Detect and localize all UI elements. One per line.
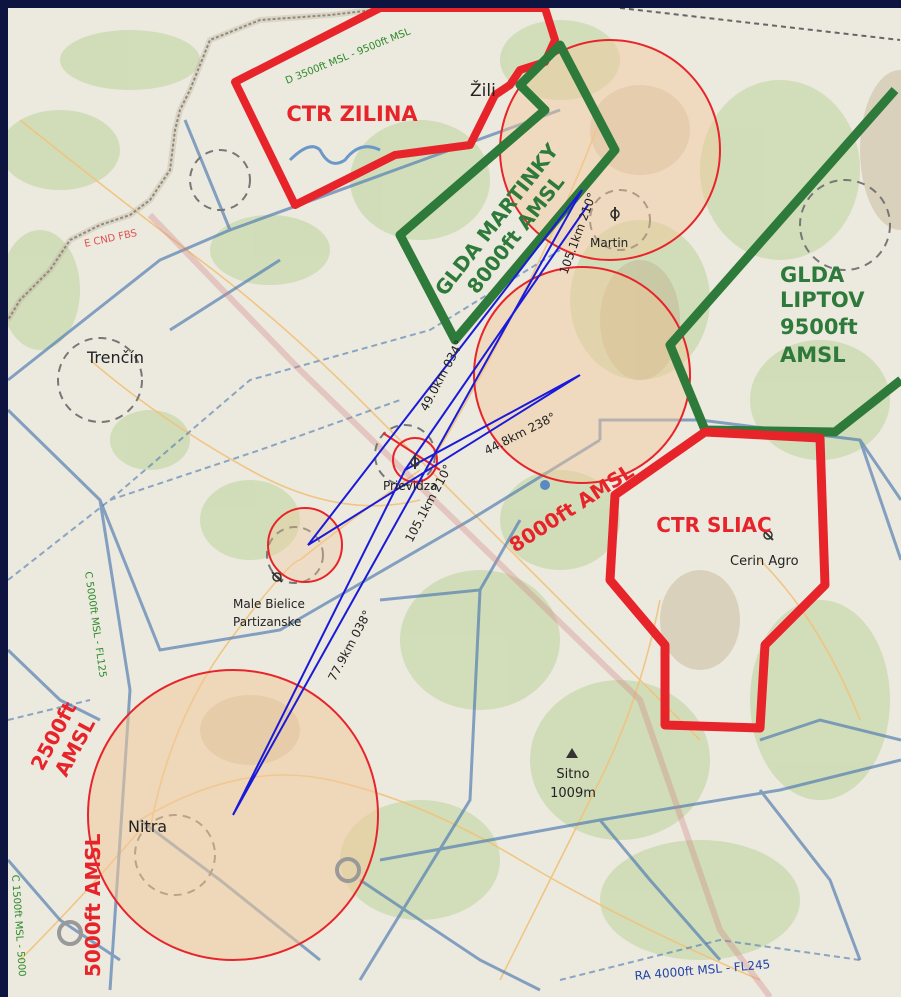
svg-text:AMSL: AMSL: [780, 343, 846, 367]
route-leg-label: 77.9km 038°: [325, 608, 374, 684]
map-view[interactable]: CTR ZILINA CTR SLIAC GLDA MARTINKY 8000f…: [8, 8, 901, 997]
town-trencin: Trenčín: [86, 348, 144, 367]
peak-sitno: Sitno: [556, 767, 589, 782]
airspace-d-zilina-label: D 3500ft MSL - 9500ft MSL: [284, 26, 413, 86]
reporting-point-icon: [540, 480, 550, 490]
svg-text:LIPTOV: LIPTOV: [780, 288, 865, 312]
airspace-ra-label: RA 4000ft MSL - FL245: [634, 957, 771, 983]
peak-sitno-elevation: 1009m: [550, 786, 596, 801]
vor-symbols: [57, 857, 361, 946]
airspace-c-sw-label: C 1500ft MSL - 5000: [9, 874, 27, 977]
vor-icon: [57, 920, 83, 946]
airfield-icon: [271, 571, 283, 583]
airfield-symbols: [271, 207, 774, 758]
altitude-2500-label: 2500ft AMSL: [26, 697, 101, 780]
national-border-shade: [8, 8, 391, 322]
town-zilina: Žili: [470, 79, 496, 101]
circle-prievidza: [392, 437, 438, 483]
river: [288, 145, 381, 165]
town-nitra: Nitra: [128, 817, 167, 836]
ctr-sliac-label: CTR SLIAC: [656, 513, 771, 537]
airfield-cerin-agro: Cerin Agro: [730, 554, 799, 569]
airspace-border-dashed: [619, 8, 901, 41]
ctr-zilina-label: CTR ZILINA: [286, 102, 418, 126]
runway-prievidza: [382, 432, 441, 471]
glda-liptov-label: GLDA LIPTOV 9500ft AMSL: [780, 263, 865, 367]
town-male-bielice: Male Bielice: [233, 597, 305, 611]
glda-martinky-boundary: [395, 40, 620, 345]
circle-male-bielice: [267, 507, 343, 583]
town-partizanske: Partizanske: [233, 615, 301, 629]
town-prievidza: Prievidza: [383, 479, 437, 493]
town-martin: Martin: [590, 236, 628, 250]
svg-text:9500ft: 9500ft: [780, 315, 858, 339]
airspace-dashed-outlines: [8, 249, 861, 981]
altitude-5000-label: 5000ft AMSL: [81, 833, 105, 977]
airfield-icon: [610, 207, 620, 221]
peak-icon: [566, 748, 578, 758]
route-extra: [404, 204, 589, 471]
ctr-zilina-boundary: [231, 8, 559, 209]
route-leg-label: 49.0km 034°: [417, 338, 466, 414]
vor-icon: [335, 857, 361, 883]
ctr-sliac-boundary: [605, 427, 830, 733]
svg-text:GLDA: GLDA: [780, 263, 845, 287]
national-border: [8, 8, 391, 321]
circle-east: [473, 266, 691, 484]
map-canvas[interactable]: CTR ZILINA CTR SLIAC GLDA MARTINKY 8000f…: [8, 8, 901, 997]
airfield-icon: [410, 455, 420, 469]
flight-route: [232, 189, 583, 816]
airspace-c-west-label: C 5000ft MSL - FL125: [82, 571, 108, 678]
airfield-icon: [762, 529, 774, 541]
corridor: [147, 212, 773, 997]
